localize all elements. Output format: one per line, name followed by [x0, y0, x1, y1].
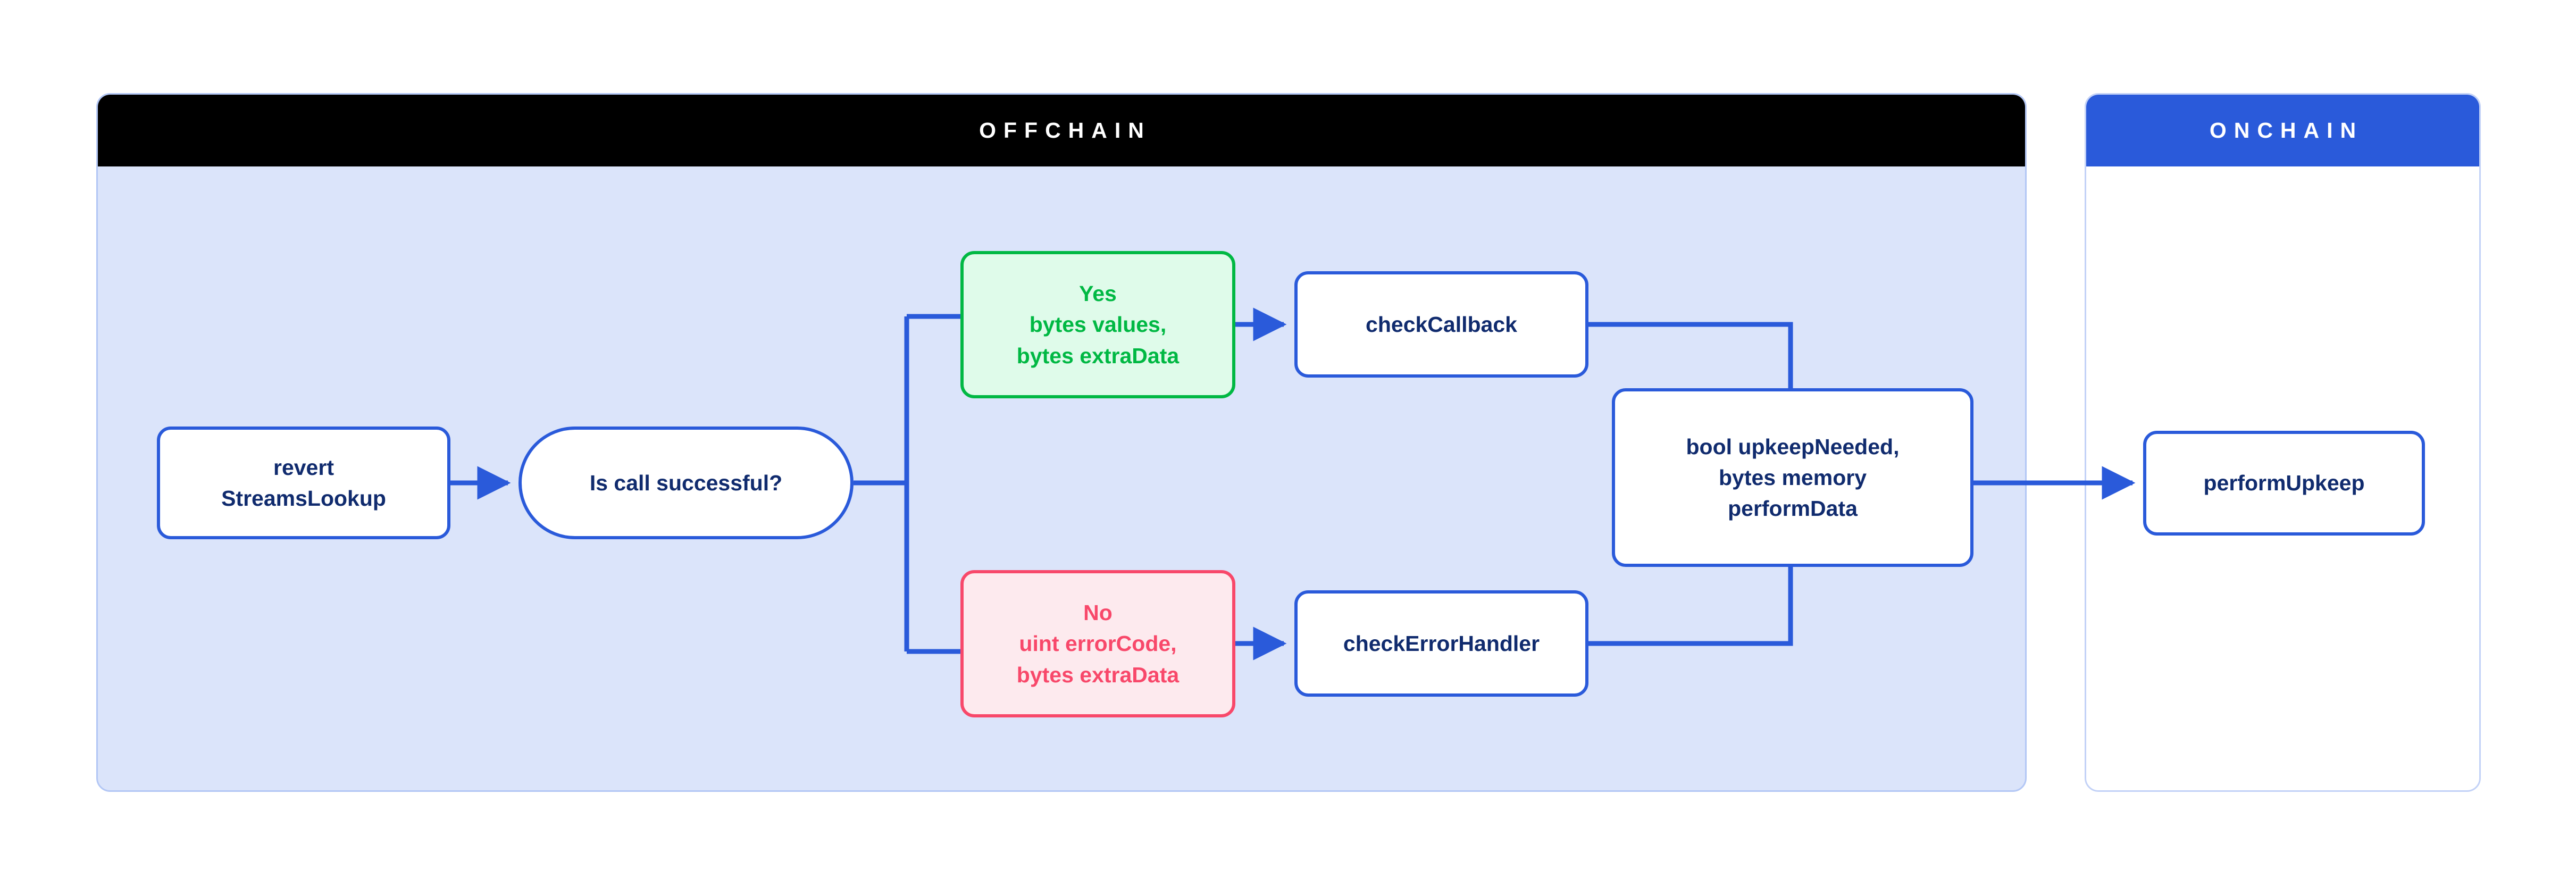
- node-is-call-successful[interactable]: Is call successful?: [518, 427, 854, 539]
- node-revert-streamslookup[interactable]: revert StreamsLookup: [157, 427, 450, 539]
- node-check-error-handler[interactable]: checkErrorHandler: [1294, 590, 1588, 697]
- node-revert-streamslookup-label: revert StreamsLookup: [221, 455, 386, 511]
- panel-onchain-header: ONCHAIN: [2086, 95, 2479, 166]
- panel-offchain-header: OFFCHAIN: [98, 95, 2025, 166]
- node-is-call-successful-label: Is call successful?: [589, 470, 783, 495]
- node-check-error-handler-label: checkErrorHandler: [1343, 631, 1540, 656]
- node-perform-upkeep-label: performUpkeep: [2203, 471, 2365, 496]
- node-perform-upkeep[interactable]: performUpkeep: [2143, 431, 2425, 536]
- node-check-callback-label: checkCallback: [1366, 312, 1517, 337]
- node-upkeep-result-label: bool upkeepNeeded, bytes memory performD…: [1686, 434, 1900, 521]
- node-no-branch-label: No uint errorCode, bytes extraData: [1016, 600, 1180, 687]
- node-no-branch[interactable]: No uint errorCode, bytes extraData: [960, 570, 1235, 717]
- panel-onchain-title: ONCHAIN: [2209, 118, 2364, 143]
- node-check-callback[interactable]: checkCallback: [1294, 271, 1588, 378]
- node-yes-branch[interactable]: Yes bytes values, bytes extraData: [960, 251, 1235, 398]
- node-yes-branch-label: Yes bytes values, bytes extraData: [1016, 281, 1180, 368]
- node-upkeep-result[interactable]: bool upkeepNeeded, bytes memory performD…: [1612, 388, 1973, 567]
- panel-offchain-title: OFFCHAIN: [979, 118, 1151, 143]
